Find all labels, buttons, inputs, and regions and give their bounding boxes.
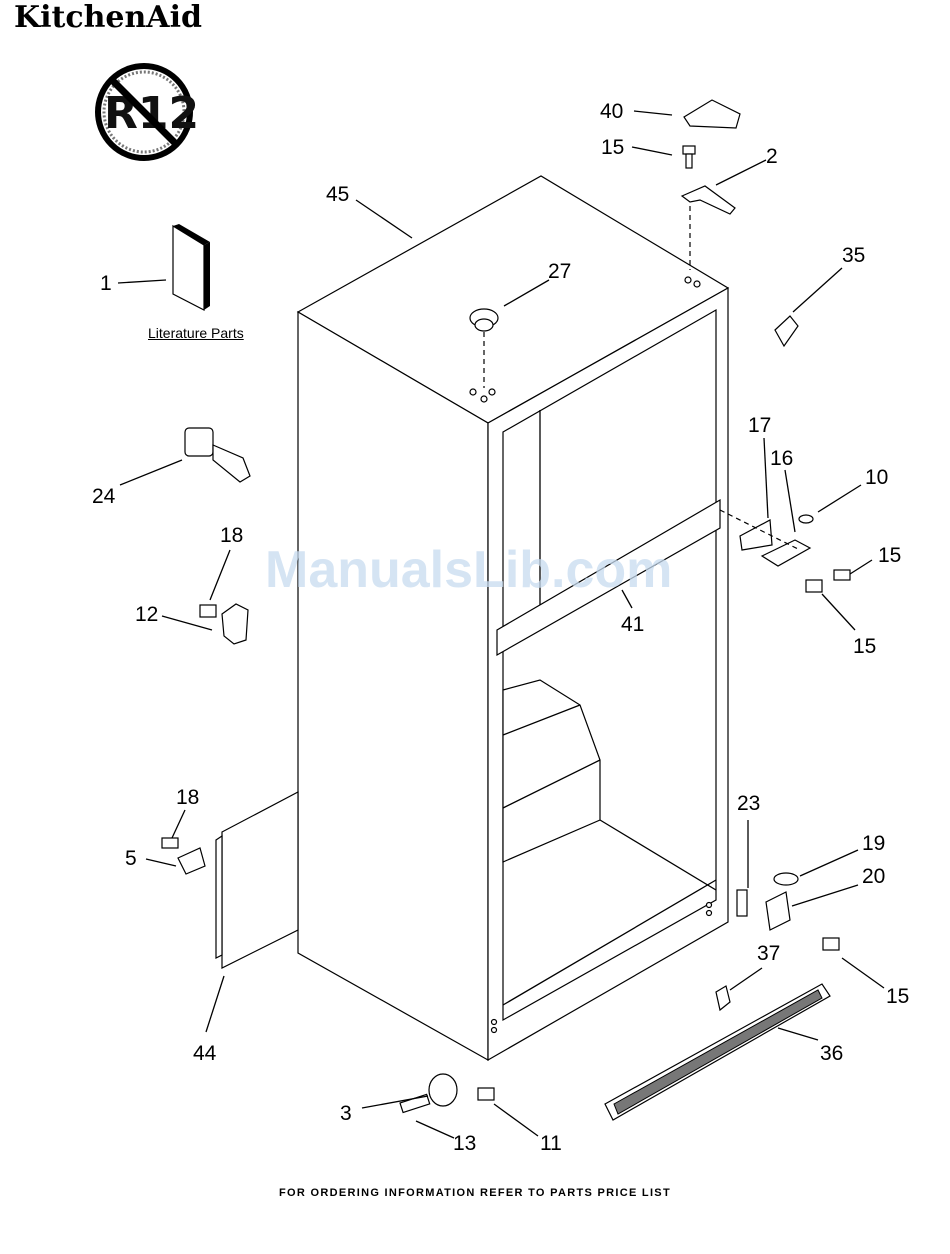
callout-2: 2 [766,145,778,168]
stop-24 [185,428,250,482]
watermark: ManualsLib.com [265,540,672,600]
callout-23: 23 [737,792,760,815]
callout-5: 5 [125,847,137,870]
side-panel-44 [216,792,298,968]
middle-hinge-assembly [720,510,850,592]
literature-booklet [173,224,210,310]
callout-13: 13 [453,1132,476,1155]
callout-20: 20 [862,865,885,888]
screw-15-top [683,146,695,168]
callout-24: 24 [92,485,116,508]
callout-12: 12 [135,603,158,626]
footer-note: FOR ORDERING INFORMATION REFER TO PARTS … [0,1187,950,1199]
callout-41: 41 [621,613,644,636]
callout-17: 17 [748,414,771,437]
callout-40: 40 [600,100,623,123]
bottom-hinge-assembly [737,873,839,950]
top-hinge-2 [682,186,735,270]
toe-grille-36 [605,984,830,1120]
callout-45: 45 [326,183,349,206]
literature-parts-label: Literature Parts [148,325,244,341]
callout-18-lower: 18 [176,786,199,809]
callout-15-top: 15 [601,136,624,159]
callout-10: 10 [865,466,888,489]
callout-15-mid-right: 15 [878,544,901,567]
callout-37: 37 [757,942,780,965]
callout-18-upper: 18 [220,524,243,547]
no-r12-badge: R12 [98,66,199,158]
callout-1: 1 [100,272,112,295]
bracket-12 [200,604,248,644]
cap-40 [684,100,740,128]
badge-text: R12 [104,88,199,139]
roller-3 [400,1074,494,1113]
bracket-5 [162,838,205,874]
refrigerator-cabinet [298,176,728,1060]
callout-44: 44 [193,1042,217,1065]
callout-35: 35 [842,244,865,267]
callout-3: 3 [340,1102,352,1125]
callout-15-bottom: 15 [886,985,909,1008]
callout-11: 11 [540,1132,562,1155]
callout-36: 36 [820,1042,843,1065]
callout-16: 16 [770,447,793,470]
brand-logo: KitchenAid [14,0,202,35]
clip-37 [716,986,730,1010]
hinge-cover-35 [775,316,798,346]
callout-19: 19 [862,832,885,855]
callout-15-mid-lower: 15 [853,635,876,658]
callout-27: 27 [548,260,571,283]
